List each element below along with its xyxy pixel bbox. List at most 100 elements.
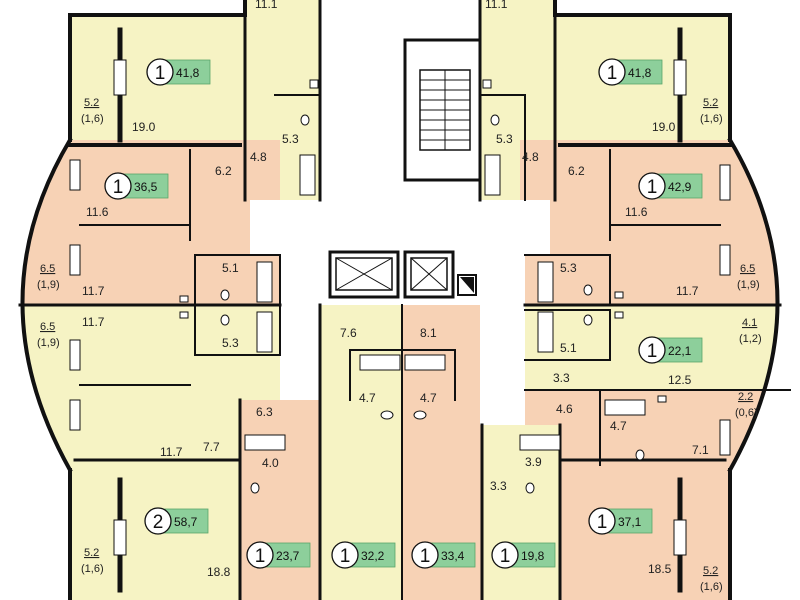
room-area-label: 4.7 [610,419,627,433]
room-count: 1 [255,546,266,567]
room-area-label: 4.0 [262,456,279,470]
room-area-label: 6.3 [256,405,273,419]
balcony-area: 6.5 [40,263,55,275]
room-area-label: 18.5 [648,562,672,576]
room-area-label: 5.3 [222,336,239,350]
balcony-area: 4.1 [742,317,757,329]
apartment-area: 41,8 [176,66,200,80]
room-area-label: 5.3 [282,132,299,146]
window-icon [69,244,81,276]
toilet-icon [380,410,394,420]
toilet-icon [490,114,500,126]
room-area-label: 11.6 [625,205,648,219]
balcony-label: 5.2(1,6) [81,547,104,575]
room-area-label: 11.1 [255,0,278,11]
room-area-label: 18.8 [207,565,231,579]
room-area-label: 5.3 [496,132,513,146]
balcony-label: 5.2(1,6) [700,97,723,125]
window-icon [113,59,127,96]
balcony-label: 2.2 (0,6) [735,391,758,419]
walls [18,0,791,600]
balcony-ratio: (1,9) [37,337,60,349]
balcony-ratio: (1,6) [81,563,104,575]
room-area-label: 11.7 [160,445,183,459]
balcony-area: 6.5 [40,321,55,333]
room-area-label: 4.7 [359,391,376,405]
balcony-area: 6.5 [740,263,755,275]
bathtub-icon [519,434,561,451]
bathtub-icon [484,154,501,196]
apartment-area: 58,7 [174,515,198,529]
room-area-label: 3.9 [525,455,542,469]
toilet-icon [635,449,645,461]
room-area-label: 4.7 [420,391,437,405]
toilet-icon [583,314,593,326]
balcony-label: 5.2 (1,6) [700,565,723,593]
balcony-area: 2.2 [738,391,753,403]
balcony-area: 5.2 [703,565,718,577]
apartment-area: 32,2 [361,549,385,563]
apartment-area: 33,4 [441,549,465,563]
window-icon [69,159,81,191]
balcony-labels: 5.2(1,6)5.2(1,6)6.5(1,9)6.5(1,9)6.5(1,9)… [37,97,762,593]
balcony-ratio: (1,6) [81,113,104,125]
room-area-label: 7.7 [203,440,220,454]
balcony-label: 6.5 (1,9) [37,263,60,291]
room-area-label: 3.3 [553,371,570,385]
bathroom-fixtures [179,79,667,494]
bathtub-icon [256,261,273,303]
room-area-label: 12.5 [668,373,692,387]
balcony-ratio: (1,9) [37,279,60,291]
elevators [328,250,477,299]
room-area-label: 4.8 [250,150,267,164]
apt-42-9-fill [520,140,778,305]
bathtub-icon [537,311,554,353]
room-count: 1 [155,63,166,84]
room-area-label: 7.6 [340,326,357,340]
room-area-label: 5.1 [560,341,577,355]
window-icon [719,244,731,276]
toilet-icon [250,482,260,494]
balcony-ratio: (1,6) [700,113,723,125]
window-icon [673,519,687,556]
room-area-label: 4.6 [556,402,573,416]
window-icon [69,399,81,431]
bathtub-icon [359,354,401,371]
window-icon [719,419,731,456]
bathtub-icon [299,154,316,196]
balcony-label: 6.5(1,9) [737,263,760,291]
apt-36-5-fill [22,140,280,305]
sink-icon [309,79,319,89]
room-count: 1 [113,177,124,198]
bathtub-icon [404,354,446,371]
room-count: 2 [153,512,164,533]
room-area-label: 11.6 [86,205,109,219]
room-count: 1 [647,341,658,362]
room-area-label: 5.1 [222,261,239,275]
window-icon [673,59,687,96]
apartment-area: 37,1 [618,515,642,529]
balcony-ratio: (0,6) [735,407,758,419]
toilet-icon [413,410,427,420]
room-area-label: 6.2 [215,164,232,178]
window-icon [113,519,127,556]
balcony-label: 4.1(1,2) [739,317,762,345]
balcony-ratio: (1,6) [700,581,723,593]
balcony-label: 5.2(1,6) [81,97,104,125]
sink-icon [657,395,667,403]
toilet-icon [220,289,230,301]
toilet-icon [220,314,230,326]
stairwell [403,38,482,182]
bathtub-icon [604,399,646,416]
room-count: 1 [597,512,608,533]
